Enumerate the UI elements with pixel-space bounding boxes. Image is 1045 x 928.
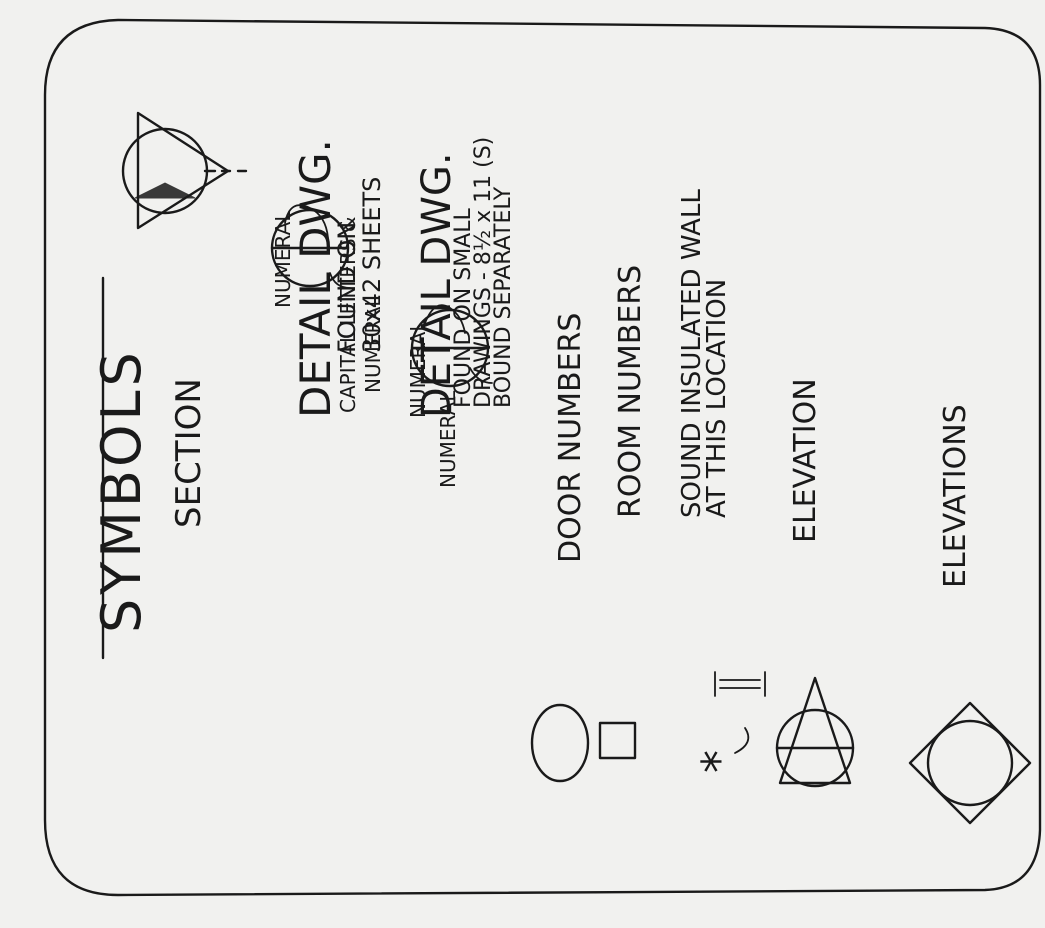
callout-numeral-3: NUMERAL	[406, 320, 430, 418]
detail-large-line2: FOUND ON	[333, 222, 361, 353]
rotated-legend-group: SYMBOLS SECTION NUMERAL CAPITAL LETTERS …	[90, 111, 1032, 825]
sound-insulated-line2: AT THIS LOCATION	[702, 279, 732, 518]
svg-text:*: *	[692, 750, 746, 773]
symbol-elevation	[775, 676, 855, 788]
elevations-label: ELEVATIONS	[938, 404, 973, 588]
detail-large-title: DETAIL DWG.	[291, 139, 340, 418]
callout-capital-letters: CAPITAL LETTERS &	[336, 217, 360, 414]
symbol-section	[121, 111, 248, 230]
symbol-door-ellipse	[530, 703, 590, 783]
callout-numeral-1: NUMERAL	[271, 210, 295, 308]
callout-numeral-2: NUMERAL	[361, 295, 385, 393]
symbol-detail-large	[270, 204, 351, 289]
symbol-room-rectangle	[598, 721, 637, 760]
callout-numeral-4: NUMERAL	[436, 390, 460, 488]
detail-large-line3: 30x42 SHEETS	[358, 177, 386, 353]
symbol-detail-small	[410, 304, 493, 388]
symbol-asterisk-wall: *	[692, 671, 766, 773]
door-numbers-label: DOOR NUMBERS	[553, 313, 588, 563]
detail-small-line4: BOUND SEPARATELY	[491, 186, 516, 408]
sheet-border	[43, 18, 1042, 897]
room-numbers-label: ROOM NUMBERS	[613, 265, 648, 518]
detail-small-line2: FOUND ON SMALL	[451, 208, 476, 408]
sound-insulated-line1: SOUND INSULATED WALL	[677, 189, 707, 518]
detail-small-line3: DRAWINGS - 8½ x 11 (S)	[471, 137, 496, 408]
detail-small-title: DETAIL DWG.	[414, 152, 460, 418]
symbol-elevations	[908, 701, 1032, 825]
elevation-label: ELEVATION	[788, 378, 823, 543]
legend-title: SYMBOLS	[90, 348, 153, 633]
section-label: SECTION	[169, 378, 209, 528]
